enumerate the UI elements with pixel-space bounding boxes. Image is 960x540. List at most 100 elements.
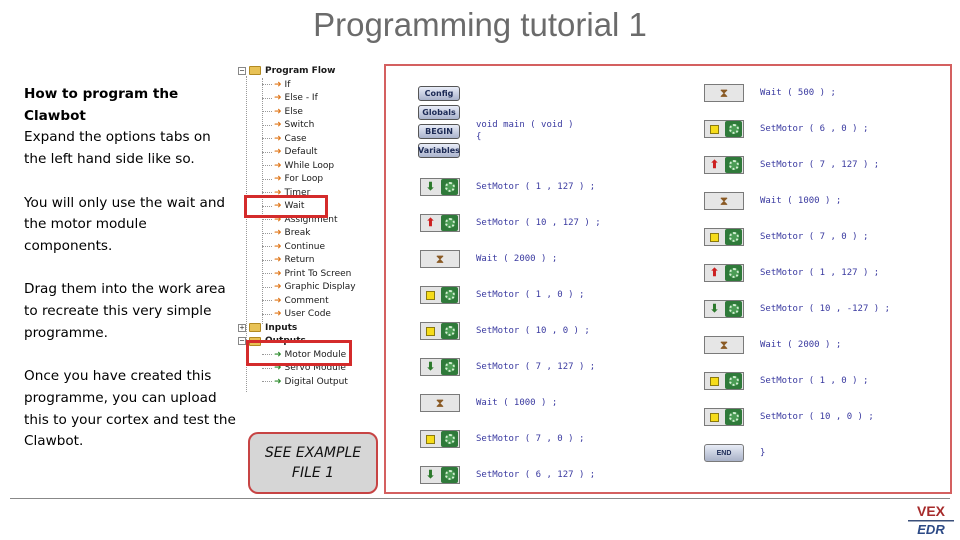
wait-block[interactable]: ⧗ [704,192,744,210]
tree-item-if[interactable]: ➜If [262,78,290,91]
expand-icon[interactable]: + [238,322,246,332]
orange-arrow-icon: ➜ [274,187,282,198]
up-arrow-icon: ⬆ [709,159,720,171]
tree-item-user-code[interactable]: ➜User Code [262,308,331,321]
program-workspace[interactable]: Config Globals BEGIN Variables void main… [384,64,952,494]
tree-connector [262,300,272,301]
tree-connector [262,124,272,126]
motor-block[interactable] [704,120,744,138]
wait-block[interactable]: ⧗ [704,336,744,354]
motor-block[interactable] [420,286,460,304]
motor-block[interactable]: ⬇ [704,300,744,318]
motor-gear-icon [725,301,742,317]
tree-item-while-loop[interactable]: ➜While Loop [262,159,334,172]
motor-block[interactable] [704,372,744,390]
tree-item-print-to-screen[interactable]: ➜Print To Screen [262,267,351,280]
code-line: SetMotor ( 7 , 0 ) ; [760,232,869,242]
main-declaration: void main ( void ) [476,120,574,130]
end-block[interactable]: END [704,444,744,462]
tree-item-assignment[interactable]: ➜Assignment [262,213,338,226]
tree-item-switch[interactable]: ➜Switch [262,119,314,132]
tree-item-continue[interactable]: ➜Continue [262,240,325,253]
tree-item-graphic-display[interactable]: ➜Graphic Display [262,281,356,294]
tree-item-label: User Code [284,309,331,319]
tree-item-for-loop[interactable]: ➜For Loop [262,173,323,186]
tree-item-else-if[interactable]: ➜Else - If [262,92,318,105]
tree-item-digital-output[interactable]: ➜Digital Output [262,375,348,388]
tree-item-label: Case [284,133,307,144]
wait-block[interactable]: ⧗ [420,394,460,412]
tree-item-wait[interactable]: ➜Wait [262,200,304,213]
tree-item-label: If [284,79,291,90]
logo-top-text: VEX [917,503,946,519]
tree-item-return[interactable]: ➜Return [262,254,314,267]
stop-square-icon [423,288,438,302]
tree-item-break[interactable]: ➜Break [262,227,311,240]
slide-title: Programming tutorial 1 [313,6,647,43]
tree-node-program-flow[interactable]: − Program Flow [238,64,335,77]
tree-node-inputs[interactable]: + Inputs [238,321,297,334]
motor-block[interactable]: ⬇ [420,178,460,196]
motor-block[interactable]: ⬇ [420,358,460,376]
tree-item-default[interactable]: ➜Default [262,146,317,159]
callout-line-1: SEE EXAMPLE [264,445,362,461]
code-line: SetMotor ( 1 , 127 ) ; [476,182,596,192]
vex-edr-logo: VEX EDR [908,503,954,537]
motor-block[interactable]: ⬆ [420,214,460,232]
code-line: Wait ( 1000 ) ; [476,398,558,408]
stop-square-icon [707,230,722,244]
code-line: SetMotor ( 1 , 0 ) ; [760,376,869,386]
tree-item-servo-module[interactable]: ➜Servo Module [262,362,346,375]
tree-item-motor-module[interactable]: ➜Motor Module [262,348,346,361]
motor-gear-icon [441,179,458,195]
tree-item-timer[interactable]: ➜Timer [262,186,310,199]
wait-block[interactable]: ⧗ [704,84,744,102]
code-line: Wait ( 500 ) ; [760,88,836,98]
globals-button[interactable]: Globals [418,105,460,120]
close-brace: } [760,448,766,458]
motor-block[interactable] [704,228,744,246]
motor-block[interactable] [420,322,460,340]
motor-gear-icon [441,215,458,231]
stop-square-icon [707,122,722,136]
orange-arrow-icon: ➜ [274,228,282,238]
folder-icon [249,66,261,75]
tree-connector [262,165,272,166]
green-arrow-icon: ➜ [274,376,282,387]
instructions-intro: How to program the Clawbot Expand the op… [24,84,236,171]
begin-button[interactable]: BEGIN [418,124,460,139]
wait-highlight-box [244,195,328,218]
down-arrow-icon: ⬇ [425,469,436,481]
collapse-icon[interactable]: − [238,336,246,345]
tree-item-label: Graphic Display [284,282,356,292]
orange-arrow-icon: ➜ [274,147,282,157]
green-arrow-icon: ➜ [274,363,282,373]
motor-block[interactable]: ⬇ [420,466,460,484]
code-line: SetMotor ( 10 , -127 ) ; [760,304,891,314]
tree-item-label: Else - If [284,93,318,103]
tree-item-case[interactable]: ➜Case [262,132,307,145]
motor-gear-icon [441,323,458,339]
config-button[interactable]: Config [418,86,460,101]
up-arrow-icon: ⬆ [709,267,720,279]
motor-gear-icon [725,121,742,137]
tree-connector [262,232,272,234]
variables-button[interactable]: Variables [418,143,460,158]
tree-item-comment[interactable]: ➜Comment [262,294,329,307]
wait-block[interactable]: ⧗ [420,250,460,268]
orange-arrow-icon: ➜ [274,295,282,306]
code-line: SetMotor ( 6 , 0 ) ; [760,124,869,134]
motor-block[interactable]: ⬆ [704,264,744,282]
tree-item-else[interactable]: ➜Else [262,105,303,118]
motor-block[interactable]: ⬆ [704,156,744,174]
tree-connector [262,192,272,193]
motor-module-highlight-box [246,340,352,366]
tree-connector [262,205,272,207]
tree-item-label: Switch [284,120,315,130]
collapse-icon[interactable]: − [238,65,246,75]
motor-block[interactable] [420,430,460,448]
bottom-divider [10,498,950,499]
motor-block[interactable] [704,408,744,426]
motor-gear-icon [441,431,458,447]
orange-arrow-icon: ➜ [274,214,282,225]
